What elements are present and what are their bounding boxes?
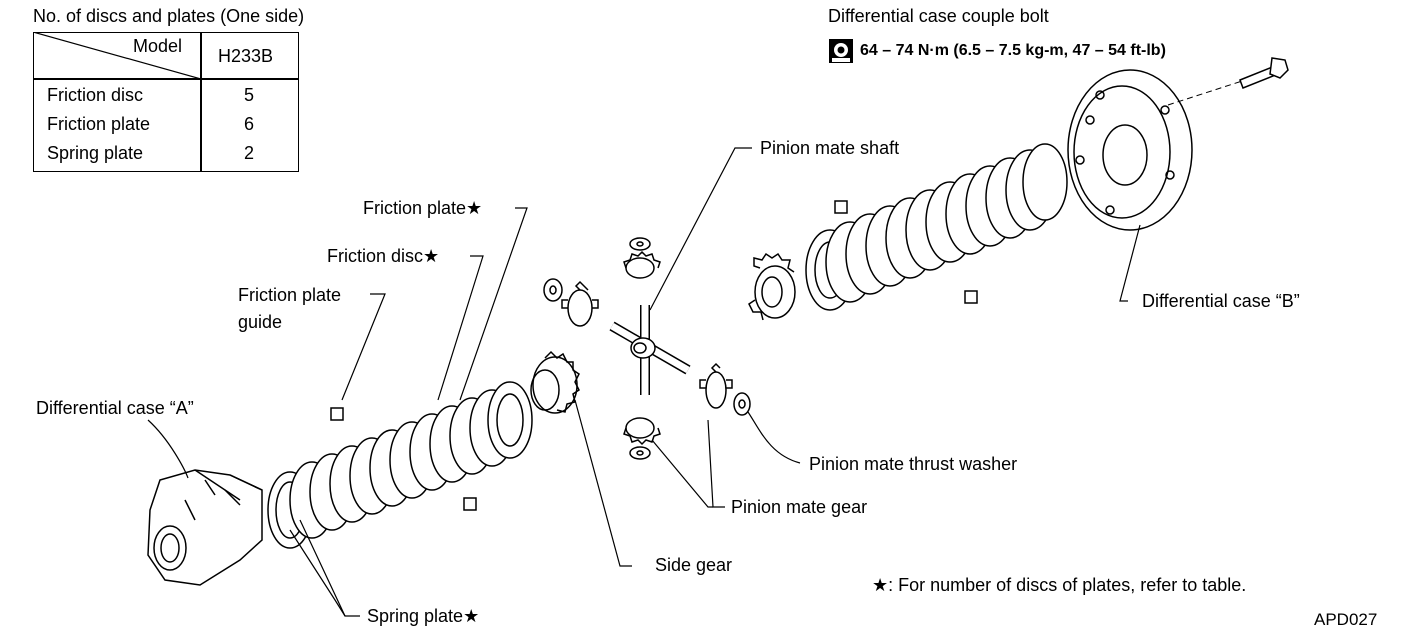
label-pinion-mate-gear: Pinion mate gear — [731, 497, 868, 517]
couple-bolt — [1167, 57, 1289, 106]
friction-plate-guide — [964, 290, 978, 304]
side-gear-right — [748, 252, 796, 321]
label-friction-plate: Friction plate★ — [363, 198, 483, 218]
table-header-diagonal — [33, 32, 201, 79]
table-row-value: 6 — [244, 114, 255, 134]
figure-code: APD027 — [1314, 610, 1378, 629]
table-row-label: Friction plate — [47, 114, 151, 134]
table-row-label: Spring plate — [47, 143, 144, 163]
differential-case-b — [1067, 69, 1193, 231]
table-row-value: 5 — [244, 85, 255, 105]
label-side-gear: Side gear — [655, 555, 733, 575]
side-gear-left — [530, 350, 580, 414]
pinion-mate-gear-bottom — [623, 417, 661, 446]
label-differential-case-a: Differential case “A” — [36, 398, 194, 418]
label-pinion-mate-thrust-washer: Pinion mate thrust washer — [809, 454, 1018, 474]
friction-plate-guide — [463, 497, 477, 511]
friction-plate-guide — [330, 407, 344, 421]
pinion-mate-gear-top — [623, 250, 661, 279]
thrust-washer — [543, 278, 563, 302]
differential-case-a — [147, 469, 263, 586]
label-differential-case-b: Differential case “B” — [1142, 291, 1300, 311]
thrust-washer — [629, 237, 651, 251]
spec-table — [33, 32, 299, 172]
table-divider-vertical — [200, 32, 202, 172]
leader-lines — [147, 147, 1141, 617]
table-header-h233b: H233B — [218, 46, 274, 66]
table-header-model: Model — [133, 36, 183, 56]
table-row-label: Friction disc — [47, 85, 144, 105]
left-disc-pack — [267, 381, 533, 549]
table-row-value: 2 — [244, 143, 255, 163]
bolt-title: Differential case couple bolt — [828, 6, 1049, 26]
table-divider-horizontal — [33, 78, 299, 80]
pinion-mate-gear-right — [699, 362, 733, 409]
footnote: ★: For number of discs of plates, refer … — [872, 575, 1247, 595]
table-caption: No. of discs and plates (One side) — [33, 6, 305, 26]
friction-plate-guide — [834, 200, 848, 214]
label-spring-plate: Spring plate★ — [367, 606, 480, 626]
right-disc-pack — [805, 143, 1068, 311]
torque-wrench-icon — [829, 39, 853, 63]
label-friction-disc: Friction disc★ — [327, 246, 440, 266]
pinion-mate-gear-left — [561, 280, 599, 327]
thrust-washer — [629, 446, 651, 460]
label-pinion-mate-shaft: Pinion mate shaft — [760, 138, 900, 158]
label-friction-plate-guide-line2: guide — [238, 312, 283, 332]
pinion-mate-shaft — [609, 305, 691, 395]
bolt-torque: 64 – 74 N·m (6.5 – 7.5 kg-m, 47 – 54 ft-… — [860, 42, 1166, 59]
thrust-washer — [733, 392, 751, 416]
label-friction-plate-guide: Friction plate — [238, 285, 342, 305]
